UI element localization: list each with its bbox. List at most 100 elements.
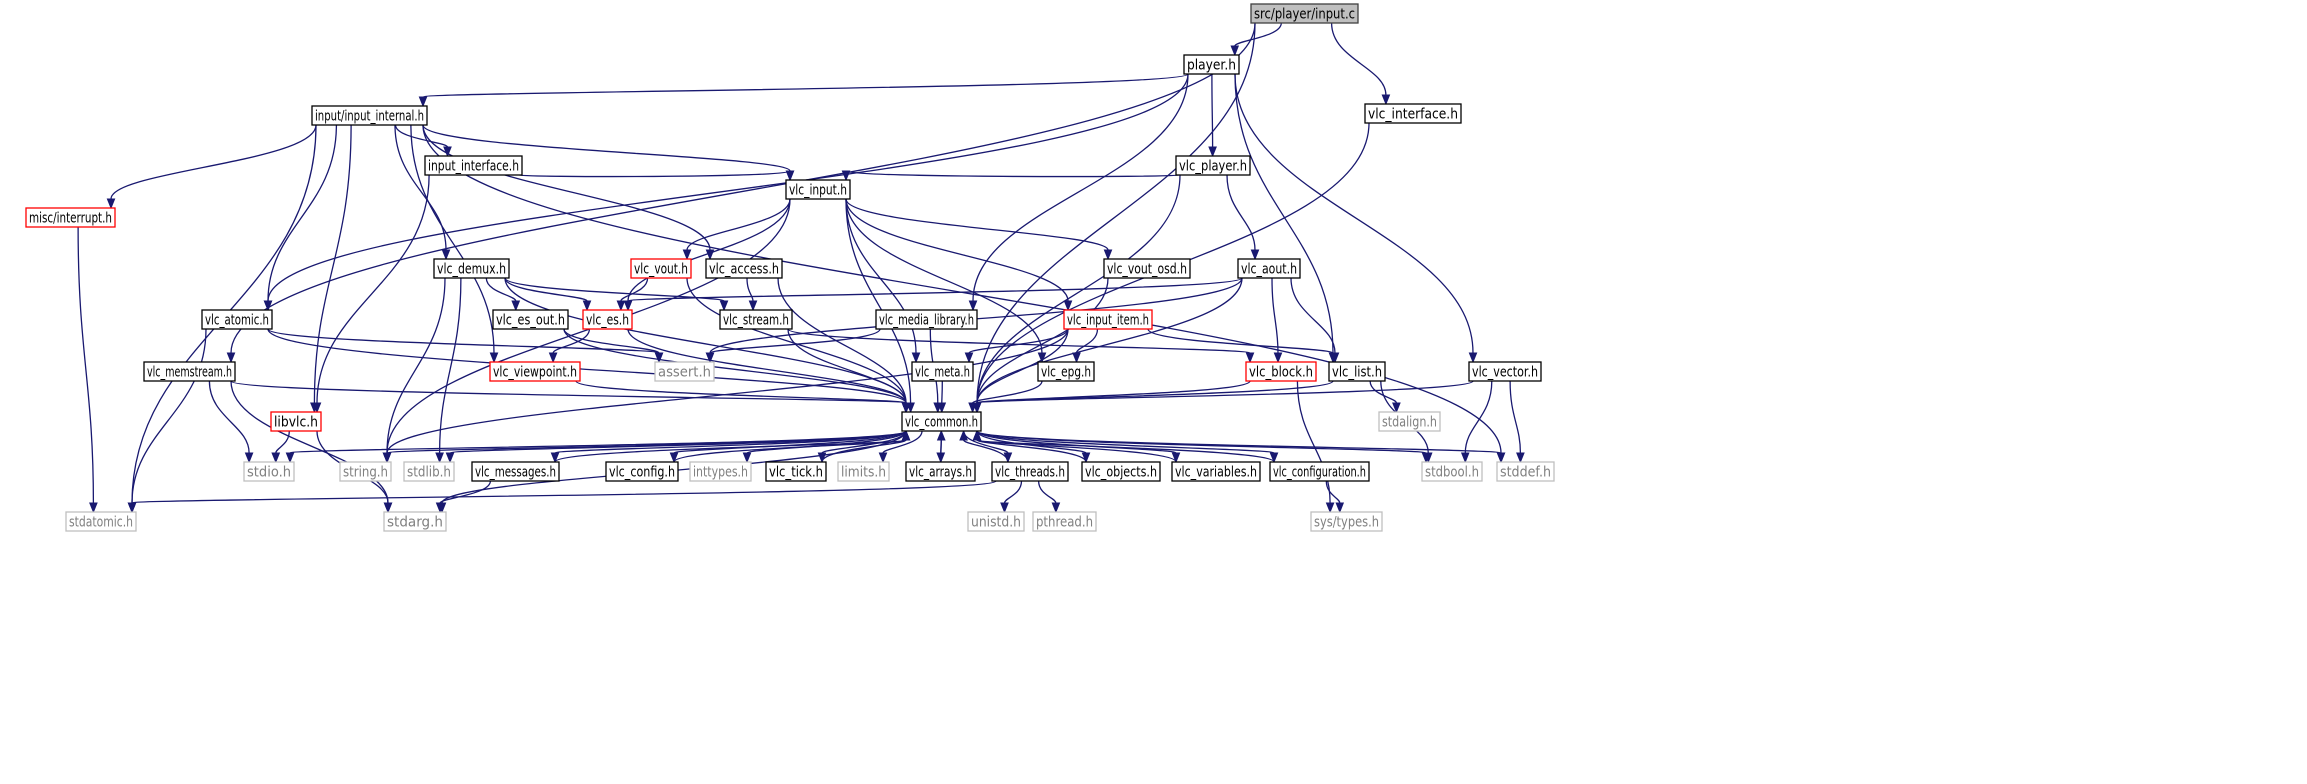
node-player-h[interactable]: player.h [1183,54,1240,75]
node-vlc-input-item-h[interactable]: vlc_input_item.h [1063,309,1153,330]
edge-arrowhead [1328,352,1338,364]
edge-vlc-memstream-h-to-stdarg-h [230,380,393,514]
node-vlc-es-out-h[interactable]: vlc_es_out.h [492,309,569,330]
node-vlc-vout-osd-h[interactable]: vlc_vout_osd.h [1103,258,1191,279]
edge-line [267,124,338,302]
node-input-c[interactable]: src/player/input.c [1250,3,1359,24]
edge-arrowhead [841,170,851,182]
node-vlc-media-library-h[interactable]: vlc_media_library.h [875,309,978,330]
node-label: stdalign.h [1382,415,1437,431]
edge-arrowhead [89,502,98,514]
node-vlc-block-h[interactable]: vlc_block.h [1245,361,1317,382]
node-box [1269,461,1370,482]
node-label: vlc_input.h [789,183,847,199]
node-box [403,461,455,482]
node-label: vlc_block.h [1249,365,1313,381]
node-vlc-list-h[interactable]: vlc_list.h [1328,361,1386,382]
node-box [837,461,890,482]
node-vlc-vout-h[interactable]: vlc_vout.h [630,258,692,279]
node-box [1183,54,1240,75]
edge-input-c-to-vlc-memstream-h [226,22,1256,364]
node-box [875,309,978,330]
node-libvlc-h[interactable]: libvlc.h [270,411,322,432]
node-box [1037,361,1095,382]
node-label: vlc_stream.h [723,313,789,329]
node-vlc-configuration-h[interactable]: vlc_configuration.h [1269,461,1370,482]
edge-line [208,380,250,454]
edge-line [386,430,907,454]
edge-line [1075,328,1099,354]
edge-arrowhead [106,198,116,210]
node-assert-h: assert.h [654,361,715,382]
node-box [905,461,976,482]
node-vlc-access-h[interactable]: vlc_access.h [705,258,783,279]
edge-vlc-threads-h-to-pthread-h [1037,480,1061,514]
edge-misc-interrupt-h-to-stdatomic-h [77,226,98,514]
node-vlc-aout-h[interactable]: vlc_aout.h [1237,258,1301,279]
edge-vlc-threads-h-to-unistd-h [1000,480,1023,514]
node-vlc-memstream-h[interactable]: vlc_memstream.h [143,361,236,382]
node-vlc-atomic-h[interactable]: vlc_atomic.h [201,309,273,330]
edge-line [131,480,997,504]
node-vlc-es-h[interactable]: vlc_es.h [582,309,633,330]
edge-vlc-vector-h-to-stdbool-h [1460,380,1493,464]
edge-input-internal-h-to-misc-interrupt-h [106,124,317,210]
node-vlc-objects-h[interactable]: vlc_objects.h [1081,461,1161,482]
edge-line [968,328,1069,354]
edge-line [422,73,1189,98]
edge-vlc-list-h-to-stdalign-h [1369,380,1401,414]
node-label: vlc_demux.h [437,262,506,278]
edge-arrowhead [964,352,974,364]
node-vlc-meta-h[interactable]: vlc_meta.h [911,361,974,382]
node-label: assert.h [658,365,711,381]
node-box [1245,361,1317,382]
edge-line [1464,380,1493,454]
edge-line [940,439,942,463]
node-stdio-h: stdio.h [243,461,295,482]
node-vlc-threads-h[interactable]: vlc_threads.h [991,461,1069,482]
edge-arrowhead [383,502,393,514]
node-vlc-input-h[interactable]: vlc_input.h [785,179,851,200]
edge-libvlc-h-to-stdio-h [271,430,290,464]
node-vlc-config-h[interactable]: vlc_config.h [605,461,679,482]
node-label: vlc_configuration.h [1273,465,1366,481]
node-vlc-stream-h[interactable]: vlc_stream.h [719,309,793,330]
node-vlc-interface-h[interactable]: vlc_interface.h [1364,103,1462,124]
node-vlc-messages-h[interactable]: vlc_messages.h [471,461,560,482]
edge-line [1226,174,1256,251]
node-vlc-common-h[interactable]: vlc_common.h [901,411,982,432]
edge-vlc-input-h-to-vlc-meta-h [845,198,921,364]
node-vlc-epg-h[interactable]: vlc_epg.h [1037,361,1095,382]
node-vlc-tick-h[interactable]: vlc_tick.h [765,461,827,482]
node-label: misc/interrupt.h [29,211,112,227]
edge-arrowhead [226,352,236,364]
node-label: libvlc.h [274,415,318,431]
edge-line [1296,380,1331,504]
node-label: vlc_media_library.h [879,313,974,329]
node-misc-interrupt-h[interactable]: misc/interrupt.h [25,207,116,228]
node-vlc-player-h[interactable]: vlc_player.h [1175,155,1251,176]
edge-arrowhead [550,452,560,464]
edge-vlc-configuration-h-to-vlc-common-h [972,429,1275,463]
node-label: vlc_vector.h [1472,365,1538,381]
edge-line [131,328,207,504]
node-vlc-arrays-h[interactable]: vlc_arrays.h [905,461,976,482]
node-input-internal-h[interactable]: input/input_internal.h [311,105,428,126]
node-label: vlc_variables.h [1175,465,1257,481]
node-label: stdlib.h [407,465,451,481]
node-box [1250,3,1359,24]
node-vlc-variables-h[interactable]: vlc_variables.h [1171,461,1261,482]
node-input-interface-h[interactable]: input_interface.h [424,155,523,176]
edge-arrowhead [1468,352,1478,364]
node-vlc-viewpoint-h[interactable]: vlc_viewpoint.h [489,361,581,382]
node-vlc-vector-h[interactable]: vlc_vector.h [1468,361,1542,382]
node-label: stddef.h [1500,465,1551,481]
edge-arrowhead [263,300,273,312]
edge-vlc-meta-h-to-vlc-common-h [937,380,947,414]
edge-arrowhead [1245,352,1255,364]
edge-line [230,22,1256,354]
node-vlc-demux-h[interactable]: vlc_demux.h [433,258,510,279]
node-label: vlc_vout_osd.h [1107,262,1187,278]
edge-arrowhead [901,429,911,441]
